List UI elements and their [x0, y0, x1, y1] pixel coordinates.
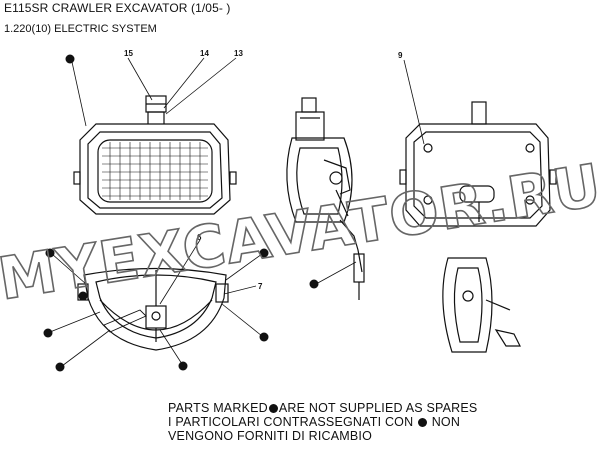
marker-dot — [78, 291, 88, 301]
lamp-small-side-view — [442, 257, 521, 353]
callout-15: 15 — [124, 49, 133, 58]
marker-dot — [178, 361, 188, 371]
note-line-1-start: PARTS MARKED — [168, 401, 268, 415]
callout-13: 13 — [234, 49, 243, 58]
marker-dot-icon — [268, 404, 278, 413]
callout-6: 6 — [197, 233, 202, 242]
note-line-1: PARTS MARKED ARE NOT SUPPLIED AS SPARES — [168, 401, 477, 415]
marker-dot-icon — [418, 418, 428, 427]
marker-dot — [65, 54, 75, 64]
lamp-open-view — [77, 267, 229, 351]
lamp-side-view — [286, 97, 365, 300]
marker-dot — [259, 332, 269, 342]
note-line-2: I PARTICOLARI CONTRASSEGNATI CON NON — [168, 415, 460, 429]
page-title: E115SR CRAWLER EXCAVATOR (1/05- ) — [4, 1, 231, 15]
watermark-text: MYEXCAVATOR.RU — [0, 151, 600, 313]
note-line-1-end: ARE NOT SUPPLIED AS SPARES — [278, 401, 478, 415]
not-supplied-markers — [43, 54, 319, 372]
marker-dot — [55, 362, 65, 372]
note-line-2-start: I PARTICOLARI CONTRASSEGNATI CON — [168, 415, 414, 429]
callout-14: 14 — [200, 49, 209, 58]
lamp-rear-view — [399, 101, 557, 227]
note-line-3: VENGONO FORNITI DI RICAMBIO — [168, 429, 373, 443]
marker-dot — [259, 248, 269, 258]
marker-dot — [45, 248, 55, 258]
note-line-2-end: NON — [431, 415, 461, 429]
callout-7: 7 — [258, 282, 263, 291]
lamp-front-view — [73, 95, 237, 215]
callout-9: 9 — [398, 51, 403, 60]
page-subtitle: 1.220(10) ELECTRIC SYSTEM — [4, 23, 157, 35]
marker-dot — [43, 328, 53, 338]
marker-dot — [309, 279, 319, 289]
leader-lines — [49, 57, 425, 367]
